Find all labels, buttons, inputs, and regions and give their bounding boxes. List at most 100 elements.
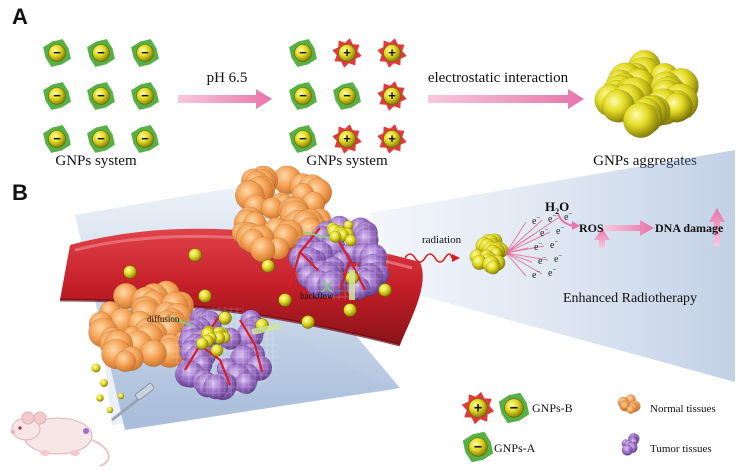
gnp-sphere (188, 248, 202, 262)
extravasation-arrows (169, 231, 355, 335)
legend-gnps-b-green-icon: − (498, 392, 530, 424)
sphere (114, 350, 137, 373)
ph-arrow (178, 89, 272, 109)
gnp-particle: − (87, 82, 115, 110)
gnp-sphere (117, 392, 125, 400)
gnps-system-caption-1: GNPs system (55, 153, 137, 169)
electron-ray (505, 219, 543, 254)
gnp-particle: − (289, 39, 317, 67)
sphere (626, 405, 636, 414)
gnp-sphere (96, 394, 104, 402)
gnp-sphere (198, 289, 212, 303)
gnps-system-group-2: −++−−+−++ (289, 38, 407, 154)
syringe-icon (111, 383, 155, 422)
gnps-aggregate-in-tumor-upper (326, 220, 357, 247)
gnp-particle: − (87, 39, 115, 67)
ph-label: pH 6.5 (207, 70, 248, 86)
gnp-particle: − (333, 82, 361, 110)
charge-sign: + (343, 131, 351, 146)
charge-sign: − (299, 131, 307, 146)
electron-symbol: e− (548, 212, 556, 225)
water-label: H2O (545, 199, 569, 216)
charge-sign: + (388, 45, 396, 60)
gnp-sphere (123, 265, 137, 279)
electron-ray (505, 245, 545, 254)
gnps-aggregate-in-tumor-lower (195, 325, 231, 357)
legend-gnp: − (462, 431, 494, 463)
normal-tissue-upper (231, 165, 333, 263)
gnp-particle: − (43, 39, 71, 67)
blocked-backflow-mark (321, 281, 333, 293)
gnp-particle: − (87, 125, 115, 153)
normal-tissue-lower (88, 280, 202, 373)
gnp-sphere (343, 303, 357, 317)
charge-sign: − (141, 45, 149, 60)
electron-ray (505, 221, 527, 254)
charge-sign: − (97, 45, 105, 60)
charge-sign: − (299, 45, 307, 60)
electrostatic-arrow (428, 89, 584, 109)
gnp-particle: + (377, 38, 407, 68)
charge-sign: − (53, 88, 61, 103)
dna-damage-label: DNA damage (655, 221, 724, 235)
charge-sign: − (97, 131, 105, 146)
gnps-system-caption-2: GNPs system (306, 153, 388, 169)
charge-sign: − (53, 131, 61, 146)
gnp-particle: − (131, 125, 159, 153)
gnp-particle: − (131, 82, 159, 110)
sphere (139, 339, 167, 367)
electron-symbol: e− (532, 268, 540, 281)
gnp-particle: − (289, 82, 317, 110)
electron-symbol: e− (550, 238, 558, 251)
electron-ray (505, 252, 533, 263)
ros-label: ROS (579, 221, 604, 235)
mouse-icon (11, 411, 110, 467)
legend-gnps-a-icon: − (462, 431, 494, 463)
charge-sign: − (510, 400, 518, 416)
legend-normal-tissue-icon (617, 394, 641, 414)
sphere (210, 343, 224, 357)
charge-sign: − (97, 88, 105, 103)
charge-sign: − (53, 45, 61, 60)
charge-sign: − (343, 88, 351, 103)
ros-arrows (557, 208, 725, 248)
gnp-sphere (378, 283, 392, 297)
gnp-particle: + (332, 124, 362, 154)
charge-sign: − (141, 131, 149, 146)
mesh-texture (290, 216, 390, 300)
gnp-particle: − (289, 125, 317, 153)
electron-symbol: e− (548, 266, 556, 279)
panel-b-label: B (12, 180, 28, 205)
electron-ray (505, 233, 535, 254)
charge-sign: − (299, 88, 307, 103)
gnps-aggregate-irradiated (469, 233, 509, 275)
sphere (485, 260, 501, 275)
legend-gnps-a-label: GNPs-A (494, 441, 536, 455)
panel-a-label: A (12, 4, 28, 29)
electron-symbol: e− (554, 252, 562, 265)
electron-ray (505, 252, 549, 261)
electrostatic-label: electrostatic interaction (428, 70, 569, 86)
gnp-sphere (91, 363, 101, 373)
charge-sign: + (343, 45, 351, 60)
electron-ray (505, 231, 551, 254)
gnp-sphere (218, 311, 232, 325)
sphere (249, 236, 276, 263)
electron-symbol: e− (556, 224, 564, 237)
sphere (622, 102, 659, 138)
injected-gnps (91, 363, 125, 414)
zoom-beam (370, 150, 735, 382)
sphere (344, 234, 357, 247)
legend-gnp: + (461, 391, 495, 425)
electron-symbol: e− (538, 254, 546, 267)
gnp-particle: + (332, 38, 362, 68)
gnp-particle: − (43, 125, 71, 153)
electron-symbol: e− (532, 214, 540, 227)
charge-sign: − (141, 88, 149, 103)
sphere (329, 230, 342, 243)
emitted-electrons: e−e−e−e−e−e−e−e−e−e−e− (532, 210, 572, 281)
gnp-sphere (278, 293, 292, 307)
mesh-texture (619, 434, 641, 454)
gnp-sphere (261, 259, 275, 273)
